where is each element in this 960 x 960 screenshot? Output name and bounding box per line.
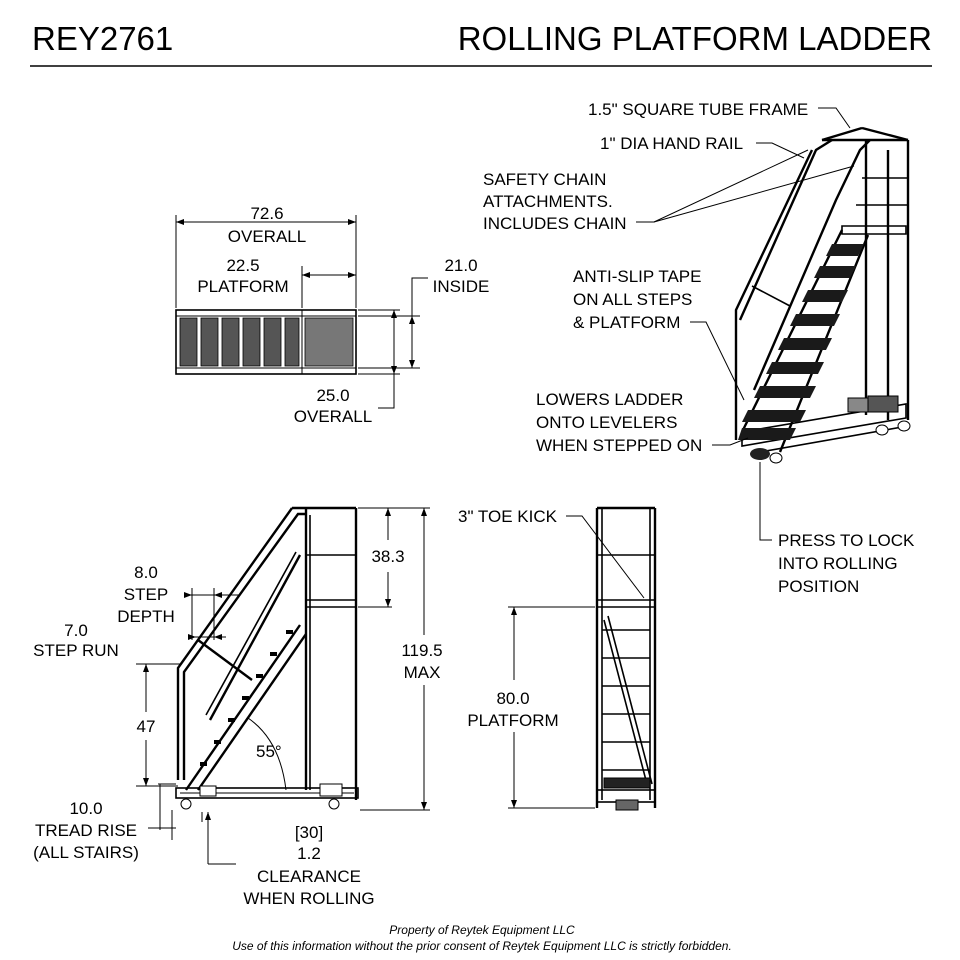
iso-handrail-left	[738, 138, 833, 321]
side-handrail-outer	[176, 507, 293, 780]
side-tread-marks	[200, 630, 293, 766]
footer-property: Property of Reytek Equipment LLC	[389, 923, 575, 937]
platform-length-value: 22.5	[226, 256, 259, 275]
step-depth-label-2: DEPTH	[117, 607, 175, 626]
iso-base	[741, 403, 907, 447]
iso-wheels	[750, 395, 911, 464]
overall-length-label: OVERALL	[228, 227, 306, 246]
overall-width-value: 25.0	[316, 386, 349, 405]
overall-width-label: OVERALL	[294, 407, 372, 426]
platform-height-value: 80.0	[496, 689, 529, 708]
angle-value: 55°	[256, 742, 282, 761]
lower-note-line3: WHEN STEPPED ON	[536, 436, 702, 455]
press-note-line1: PRESS TO LOCK	[778, 531, 915, 550]
chain-note-line1: SAFETY CHAIN	[483, 170, 606, 189]
front-view: 3" TOE KICK 80.0 PLATFORM	[458, 506, 657, 811]
inside-width-value: 21.0	[444, 256, 477, 275]
top-rail-value: 38.3	[371, 547, 404, 566]
press-note-line2: INTO ROLLING	[778, 554, 898, 573]
tape-note-line3: & PLATFORM	[573, 313, 680, 332]
rise-value: 47	[137, 717, 156, 736]
chain-note-line3: INCLUDES CHAIN	[483, 214, 627, 233]
chain-note-line2: ATTACHMENTS.	[483, 192, 613, 211]
front-view-steps	[597, 554, 655, 771]
tread-rise-label-1: TREAD RISE	[35, 821, 137, 840]
top-view-treads	[179, 317, 354, 367]
lower-note-line2: ONTO LEVELERS	[536, 413, 677, 432]
rail-note: 1" DIA HAND RAIL	[600, 134, 743, 153]
tape-note-line2: ON ALL STEPS	[573, 290, 692, 309]
tape-note-line1: ANTI-SLIP TAPE	[573, 267, 702, 286]
platform-length-label: PLATFORM	[197, 277, 288, 296]
iso-treads	[738, 244, 864, 440]
top-view: 72.6 OVERALL 22.5 PLATFORM 21.0 INSIDE 2…	[175, 204, 490, 426]
platform-height-label: PLATFORM	[467, 711, 558, 730]
step-run-label: STEP RUN	[33, 641, 119, 660]
clearance-mm: [30]	[295, 823, 323, 842]
clearance-label-2: WHEN ROLLING	[243, 889, 374, 908]
side-view: 38.3 119.5 MAX 8.0 STEP DEPTH 7.0 STEP R…	[33, 506, 443, 908]
clearance-value: 1.2	[297, 844, 321, 863]
step-depth-label-1: STEP	[124, 585, 168, 604]
step-depth-value: 8.0	[134, 563, 158, 582]
angle-arc	[247, 717, 287, 791]
top-view-outline	[175, 309, 357, 375]
tread-rise-label-2: (ALL STAIRS)	[33, 843, 139, 862]
frame-note: 1.5" SQUARE TUBE FRAME	[588, 100, 808, 119]
model-number: REY2761	[32, 20, 173, 57]
side-chain	[197, 639, 253, 681]
side-handrail-inner	[208, 554, 302, 721]
step-run-value: 7.0	[64, 621, 88, 640]
toe-kick-note: 3" TOE KICK	[458, 507, 558, 526]
max-height-label: MAX	[404, 663, 441, 682]
tread-rise-value: 10.0	[69, 799, 102, 818]
iso-view: 1.5" SQUARE TUBE FRAME 1" DIA HAND RAIL …	[483, 100, 915, 596]
clearance-label-1: CLEARANCE	[257, 867, 361, 886]
overall-length-value: 72.6	[250, 204, 283, 223]
lower-note-line1: LOWERS LADDER	[536, 390, 683, 409]
inside-width-label: INSIDE	[433, 277, 490, 296]
side-base	[175, 787, 359, 799]
drawing-title: ROLLING PLATFORM LADDER	[458, 20, 932, 57]
press-note-line3: POSITION	[778, 577, 859, 596]
iso-handrail-right	[752, 139, 871, 391]
max-height-value: 119.5	[401, 641, 442, 660]
footer-disclaimer: Use of this information without the prio…	[232, 939, 732, 953]
